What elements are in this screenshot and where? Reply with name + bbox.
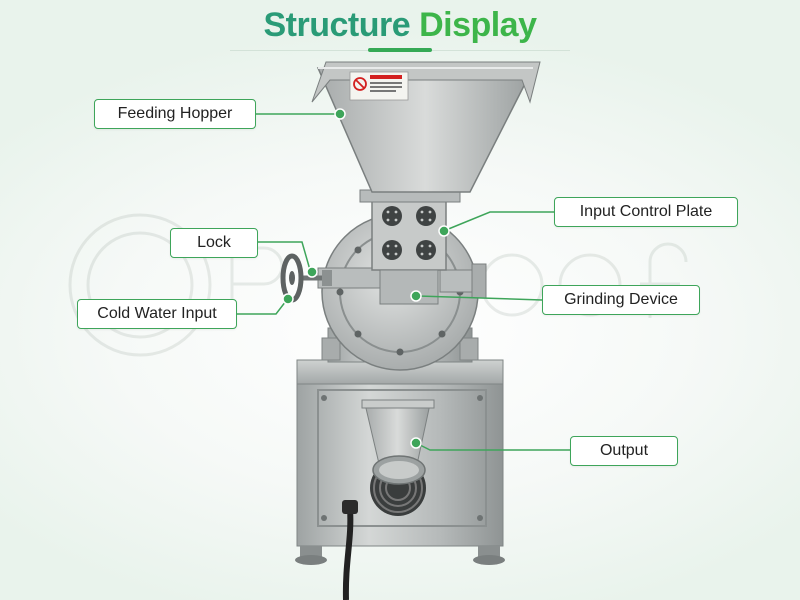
feeding-hopper-body <box>311 61 541 203</box>
output-chute <box>361 399 435 485</box>
warning-sticker-icon <box>353 75 402 92</box>
leader-lines <box>236 108 570 451</box>
page-title: Structure Display <box>0 6 800 45</box>
label-output: Output <box>570 436 678 466</box>
title-underline-accent <box>368 48 432 52</box>
lock-arm <box>317 263 487 299</box>
title-word-display: Display <box>419 6 537 44</box>
label-cold-water-input: Cold Water Input <box>77 299 237 329</box>
label-grinding-device: Grinding Device <box>542 285 700 315</box>
label-feeding-hopper: Feeding Hopper <box>94 99 256 129</box>
label-input-control-plate: Input Control Plate <box>554 197 738 227</box>
label-lock: Lock <box>170 228 258 258</box>
title-word-structure: Structure <box>263 6 411 44</box>
power-cable <box>342 507 354 600</box>
input-control-plate <box>371 195 447 305</box>
